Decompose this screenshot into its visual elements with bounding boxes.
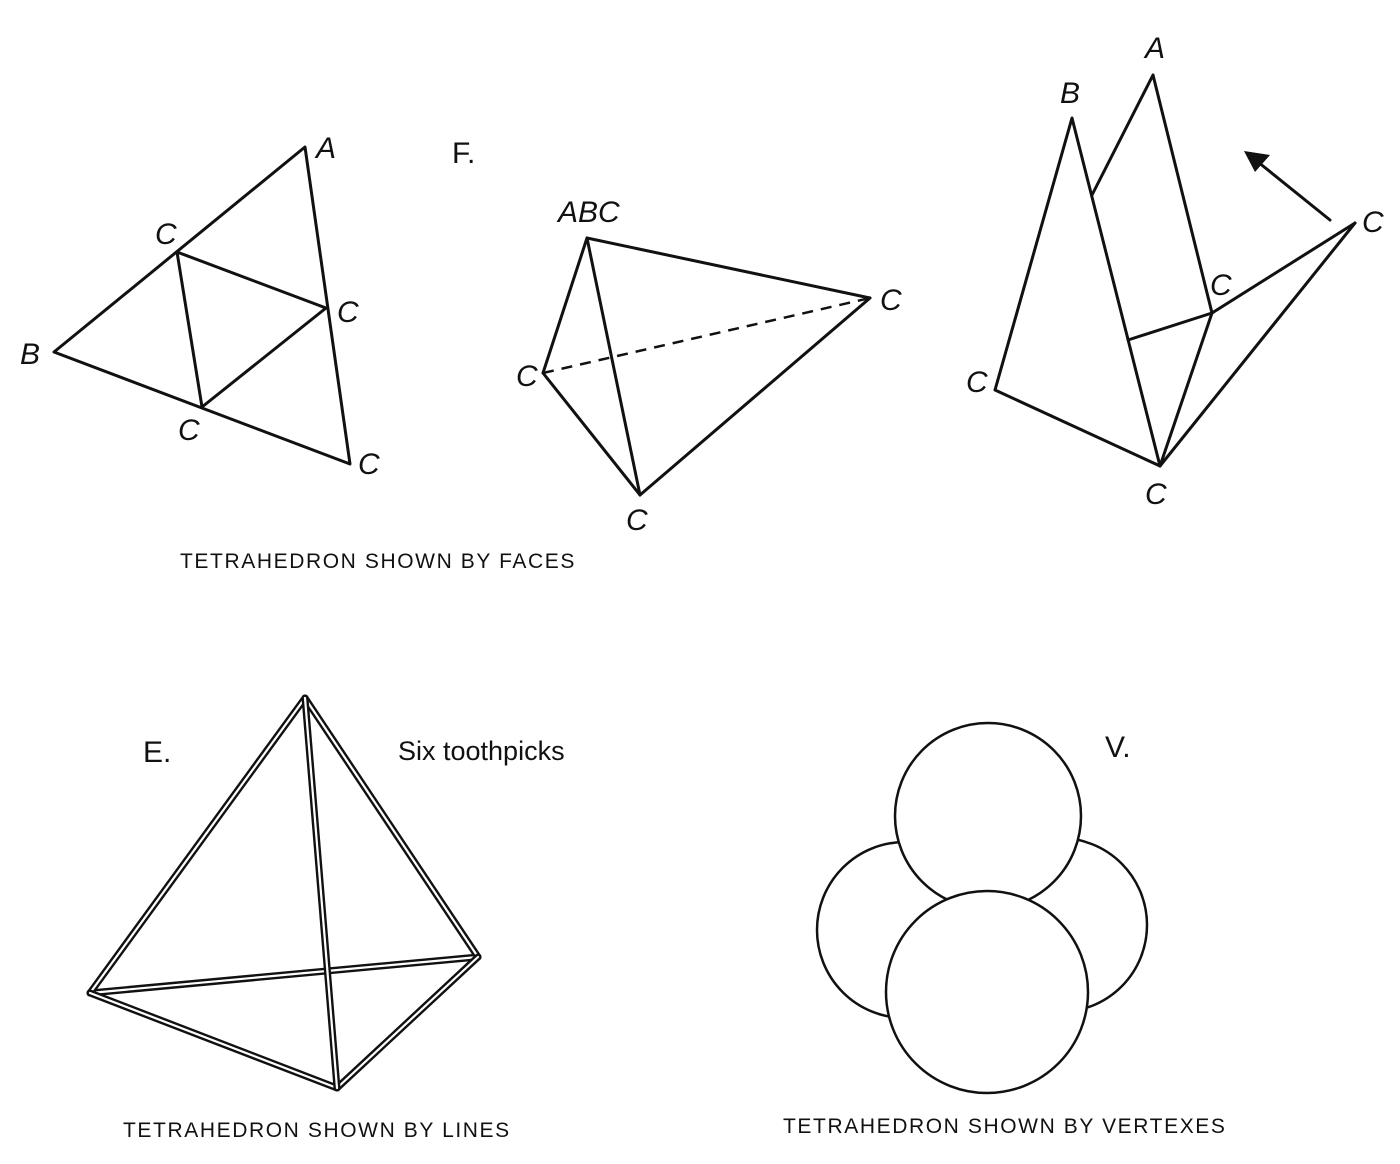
fold-arrow-head-icon bbox=[1244, 151, 1270, 172]
net-outer-triangle bbox=[52, 145, 352, 466]
solid-edge-apex-left bbox=[541, 236, 589, 375]
net-label-c-top: C bbox=[155, 218, 177, 251]
net-label-b: B bbox=[20, 338, 40, 371]
faces-net-diagram: A B C C C C bbox=[20, 132, 380, 481]
faces-solid-diagram: ABC C C C bbox=[516, 196, 902, 537]
fold-arrow-shaft bbox=[1256, 160, 1332, 222]
ball-front bbox=[884, 889, 1090, 1095]
solid-label-right: C bbox=[880, 284, 902, 317]
fold-face-back bbox=[1090, 73, 1214, 315]
ball-top bbox=[893, 721, 1083, 911]
net-label-c-mid: C bbox=[178, 414, 200, 447]
solid-label-bottom: C bbox=[626, 504, 648, 537]
lines-toothpick-note: Six toothpicks bbox=[398, 736, 565, 766]
net-label-c-right: C bbox=[337, 296, 359, 329]
lines-section-marker: E. bbox=[143, 736, 171, 769]
solid-hidden-edge bbox=[542, 296, 871, 375]
solid-label-apex: ABC bbox=[556, 196, 620, 229]
fold-edge-flap-bottom bbox=[1158, 221, 1357, 468]
lines-caption: TETRAHEDRON SHOWN BY LINES bbox=[123, 1119, 511, 1142]
toothpick-tetrahedron bbox=[86, 694, 482, 1092]
solid-edge-apex-bottom bbox=[585, 236, 642, 497]
fold-label-c-bottom: C bbox=[1145, 478, 1167, 511]
vertexes-caption: TETRAHEDRON SHOWN BY VERTEXES bbox=[783, 1115, 1227, 1138]
fold-edge-mid bbox=[1158, 311, 1214, 468]
fold-label-b: B bbox=[1060, 77, 1080, 110]
fold-label-c-mid: C bbox=[1210, 269, 1232, 302]
solid-edge-left-bottom bbox=[541, 371, 642, 497]
solid-edge-right-bottom bbox=[638, 296, 872, 497]
fold-edge-flap-top bbox=[1210, 221, 1357, 315]
net-label-a: A bbox=[314, 132, 336, 165]
fold-face-left bbox=[993, 116, 1162, 468]
ball-tetrahedron bbox=[815, 721, 1149, 1095]
faces-section-marker: F. bbox=[452, 137, 475, 170]
fold-label-c-right: C bbox=[1362, 206, 1384, 239]
net-label-c-bottom: C bbox=[358, 448, 380, 481]
fold-label-c-left: C bbox=[966, 366, 988, 399]
solid-edge-apex-right bbox=[585, 236, 872, 300]
fold-crease bbox=[1126, 311, 1214, 342]
fold-label-a: A bbox=[1143, 32, 1165, 65]
solid-label-left: C bbox=[516, 360, 538, 393]
faces-folding-diagram: A B C C C C bbox=[966, 32, 1384, 511]
net-inner-triangle bbox=[175, 250, 328, 409]
faces-caption: TETRAHEDRON SHOWN BY FACES bbox=[180, 550, 576, 573]
vertexes-section-marker: V. bbox=[1105, 731, 1131, 764]
